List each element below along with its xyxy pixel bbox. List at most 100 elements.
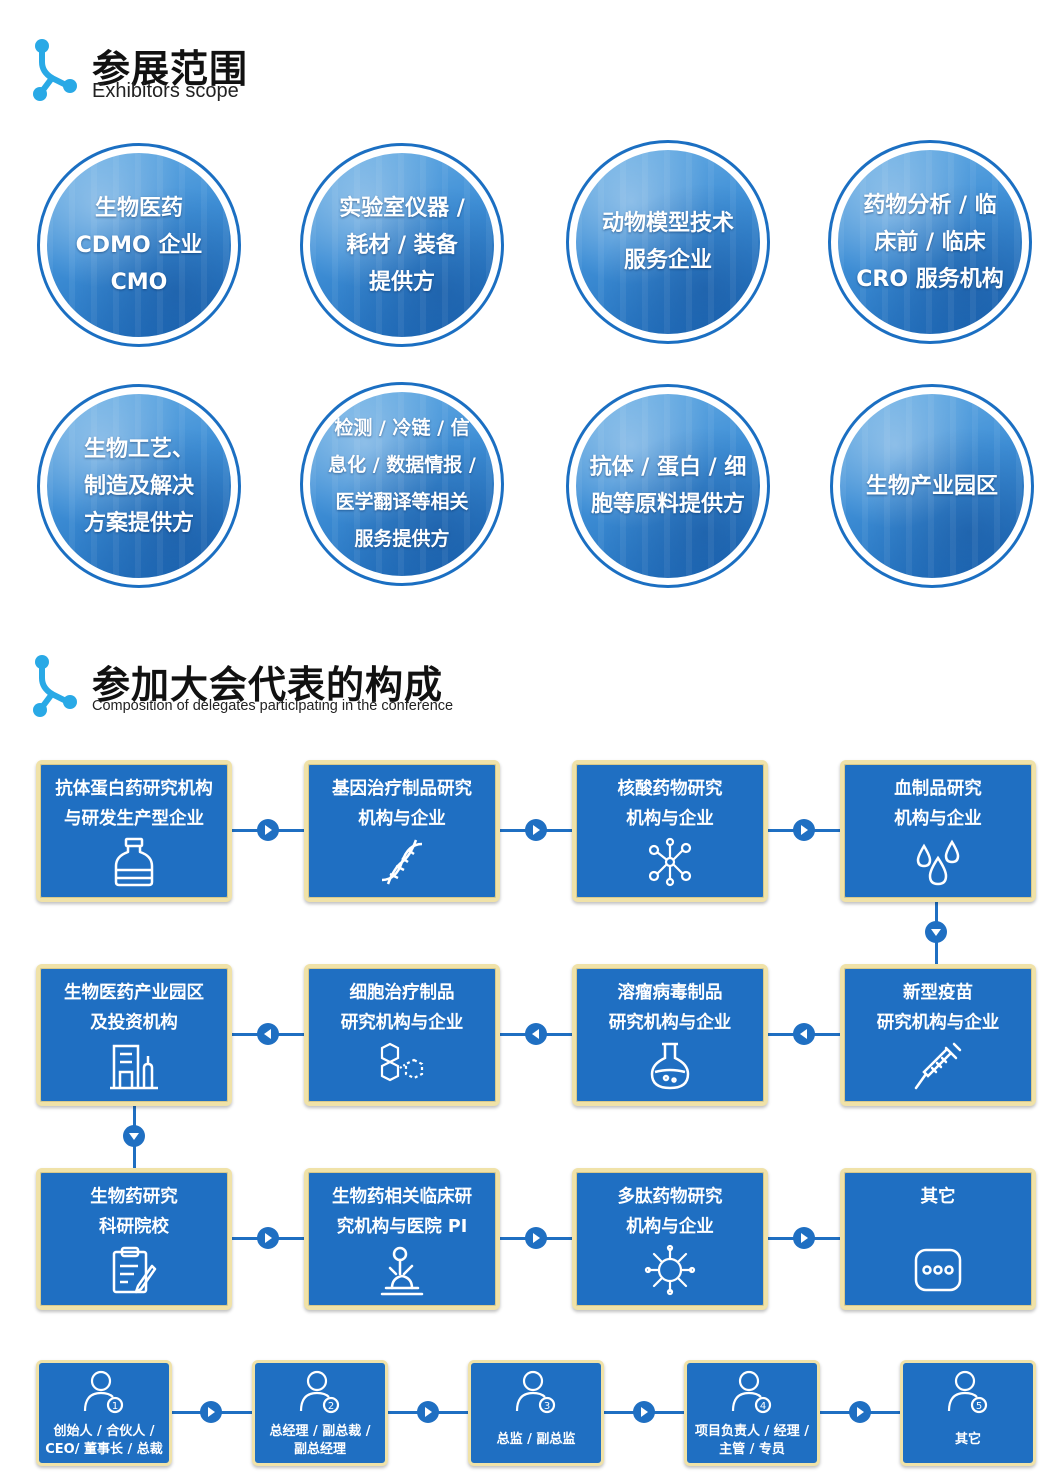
scope-label: 胞等原料提供方 xyxy=(590,492,745,517)
building-icon xyxy=(110,1044,158,1090)
role-label: 项目负责人 / 经理 / xyxy=(694,1424,810,1439)
delegate-label: 科研院校 xyxy=(99,1217,169,1237)
delegate-label: 机构与企业 xyxy=(626,1217,714,1237)
delegate-box: 细胞治疗制品研究机构与企业 xyxy=(304,964,500,1106)
delegate-box: 基因治疗制品研究机构与企业 xyxy=(304,760,500,902)
delegate-label: 研究机构与企业 xyxy=(608,1013,732,1033)
person-icon: 1 xyxy=(83,1370,124,1414)
role-number: 1 xyxy=(112,1401,118,1412)
delegate-label: 其它 xyxy=(920,1187,956,1207)
scope-circle: 生物工艺、 制造及解决 方案提供方 xyxy=(37,384,241,588)
role-box: 3 总监 / 副总监 xyxy=(468,1360,604,1466)
delegate-box: 核酸药物研究机构与企业 xyxy=(572,760,768,902)
syringe-icon xyxy=(914,1042,962,1090)
role-label: 副总经理 xyxy=(293,1442,346,1457)
delegate-label: 基因治疗制品研究 xyxy=(332,779,472,799)
arrow-right-icon xyxy=(525,819,547,841)
delegate-label: 与研发生产型企业 xyxy=(64,809,204,829)
delegate-box: 多肽药物研究机构与企业 xyxy=(572,1168,768,1310)
role-box: 5 其它 xyxy=(900,1360,1036,1466)
scope-label: 动物模型技术 xyxy=(601,211,734,236)
delegate-label: 研究机构与企业 xyxy=(876,1013,1000,1033)
role-number: 5 xyxy=(976,1401,982,1412)
scope-label: 制造及解决 xyxy=(83,473,194,499)
delegate-label: 生物药相关临床研 xyxy=(332,1187,472,1207)
microscope-icon xyxy=(380,1246,424,1296)
delegate-box: 生物药相关临床研究机构与医院 PI xyxy=(304,1168,500,1310)
scope-circle: 检测 / 冷链 / 信 息化 / 数据情报 / 医学翻译等相关 服务提供方 xyxy=(300,382,504,586)
arrow-left-icon xyxy=(525,1023,547,1045)
delegate-label: 生物医药产业园区 xyxy=(64,983,204,1003)
section-header-scope: 参展范围 Exhibitors scope xyxy=(30,38,430,108)
scope-circle: 实验室仪器 / 耗材 / 装备 提供方 xyxy=(300,143,504,347)
arrow-right-icon xyxy=(793,1227,815,1249)
delegate-label: 研究机构与企业 xyxy=(340,1013,464,1033)
section-header-delegates: 参加大会代表的构成 Composition of delegates parti… xyxy=(30,654,550,718)
delegate-label: 细胞治疗制品 xyxy=(349,983,455,1003)
arrow-right-icon xyxy=(525,1227,547,1249)
person-icon: 3 xyxy=(515,1370,556,1414)
delegate-box: 生物医药产业园区及投资机构 xyxy=(36,964,232,1106)
delegate-label: 机构与企业 xyxy=(626,809,714,829)
delegate-label: 溶瘤病毒制品 xyxy=(617,983,723,1003)
scope-circle: 生物产业园区 xyxy=(830,384,1034,588)
dna-icon xyxy=(381,839,423,885)
delegate-label: 多肽药物研究 xyxy=(617,1187,723,1207)
delegate-box: 新型疫苗研究机构与企业 xyxy=(840,964,1036,1106)
scope-label: 提供方 xyxy=(368,269,435,295)
arrow-right-icon xyxy=(633,1401,655,1423)
scope-circle: 药物分析 / 临 床前 / 临床 CRO 服务机构 xyxy=(828,140,1032,344)
arrow-right-icon xyxy=(200,1401,222,1423)
section-subtitle: Composition of delegates participating i… xyxy=(92,698,454,714)
scope-label: 服务提供方 xyxy=(354,528,450,550)
molecule-icon xyxy=(648,837,692,887)
delegate-label: 生物药研究 xyxy=(90,1187,178,1207)
more-icon xyxy=(914,1248,962,1292)
arrow-right-icon xyxy=(257,1227,279,1249)
scope-circle: 生物医药 CDMO 企业 CMO xyxy=(37,143,241,347)
arrow-down-icon xyxy=(123,1125,145,1147)
scope-circle: 抗体 / 蛋白 / 细 胞等原料提供方 xyxy=(566,384,770,588)
scope-label: 服务企业 xyxy=(623,248,712,273)
role-box: 4 项目负责人 / 经理 / 主管 / 专员 xyxy=(684,1360,820,1466)
delegate-box: 生物药研究科研院校 xyxy=(36,1168,232,1310)
section-title: 参加大会代表的构成 xyxy=(92,663,444,707)
clipboard-icon xyxy=(112,1246,157,1294)
arrow-right-icon xyxy=(793,819,815,841)
role-label: 主管 / 专员 xyxy=(719,1442,785,1457)
scope-label: 生物工艺、 xyxy=(83,436,194,462)
scope-label: 息化 / 数据情报 / xyxy=(328,454,476,476)
person-icon: 5 xyxy=(947,1370,988,1414)
brand-logo-icon xyxy=(33,655,77,717)
arrow-left-icon xyxy=(257,1023,279,1045)
delegate-box: 溶瘤病毒制品研究机构与企业 xyxy=(572,964,768,1106)
scope-circle: 动物模型技术 服务企业 xyxy=(566,140,770,344)
brand-logo-icon xyxy=(33,39,77,101)
scope-label: 药物分析 / 临 xyxy=(863,192,997,218)
role-label: CEO/ 董事长 / 总裁 xyxy=(45,1442,163,1457)
scope-label: CRO 服务机构 xyxy=(856,266,1004,292)
delegate-label: 核酸药物研究 xyxy=(617,779,723,799)
person-icon: 2 xyxy=(299,1370,340,1414)
scope-label: 生物医药 xyxy=(94,195,183,221)
role-label: 创始人 / 合伙人 / xyxy=(53,1424,155,1439)
delegate-label: 机构与企业 xyxy=(358,809,446,829)
role-number: 4 xyxy=(760,1401,766,1412)
delegate-label: 血制品研究 xyxy=(894,779,982,799)
delegate-label: 及投资机构 xyxy=(90,1013,178,1033)
role-label: 总经理 / 副总裁 / xyxy=(269,1424,371,1439)
arrow-right-icon xyxy=(257,819,279,841)
virus-icon xyxy=(644,1244,696,1296)
person-icon: 4 xyxy=(731,1370,772,1414)
arrow-left-icon xyxy=(793,1023,815,1045)
role-number: 2 xyxy=(328,1401,334,1412)
arrow-down-icon xyxy=(925,921,947,943)
arrow-right-icon xyxy=(417,1401,439,1423)
delegate-box: 其它 xyxy=(840,1168,1036,1310)
flask-icon xyxy=(650,1042,690,1090)
role-box: 1 创始人 / 合伙人 / CEO/ 董事长 / 总裁 xyxy=(36,1360,172,1466)
scope-label: CDMO 企业 xyxy=(75,232,203,258)
delegate-label: 新型疫苗 xyxy=(903,983,973,1003)
scope-label: 检测 / 冷链 / 信 xyxy=(334,417,470,439)
scope-label: 床前 / 临床 xyxy=(874,229,986,255)
